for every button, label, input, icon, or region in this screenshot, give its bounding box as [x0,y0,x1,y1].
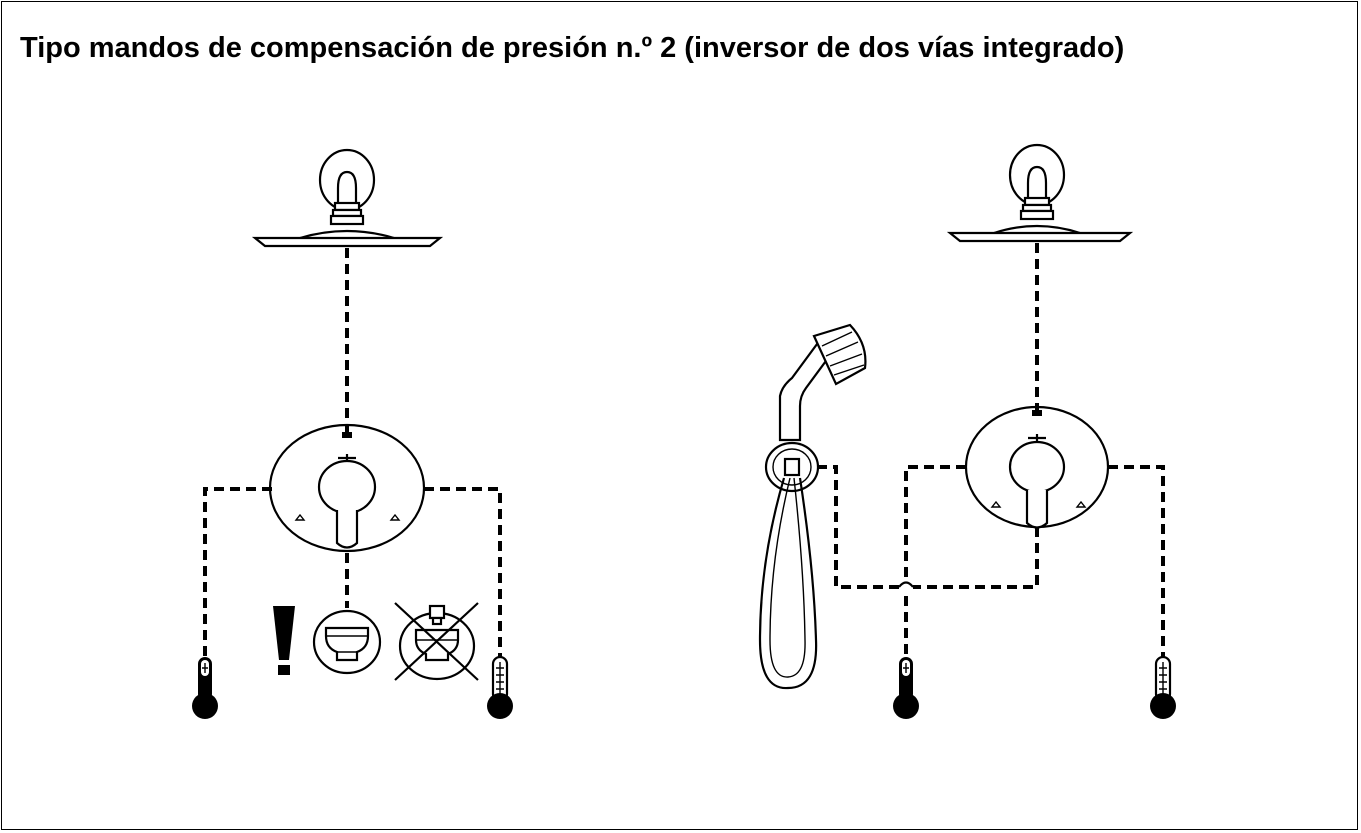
warning-icon [273,606,295,675]
hot-thermometer-icon [192,657,218,719]
cold-supply-line [424,487,502,660]
hand-shower-icon [758,323,867,690]
hot-supply-line [203,487,272,660]
correct-cartridge-icon [312,609,382,675]
hot-thermometer-icon [893,657,919,719]
shower-head-icon [251,148,444,248]
wall-outlet-icon [764,441,820,493]
incorrect-cartridge-icon [394,602,479,681]
cold-thermometer-icon [487,655,513,719]
valve-trim-icon [964,405,1110,529]
right-configuration [758,143,1176,719]
valve-trim-icon [268,423,426,553]
hot-supply-line [904,465,966,660]
cold-thermometer-icon [1150,655,1176,719]
page-title: Tipo mandos de compensación de presión n… [20,32,1125,64]
shower-head-icon [946,143,1134,243]
hand-shower-line [913,527,1039,589]
crossover-hop [898,581,914,588]
cold-supply-line [1108,465,1165,660]
hand-shower-line-upper [812,465,899,589]
left-configuration [192,148,513,719]
